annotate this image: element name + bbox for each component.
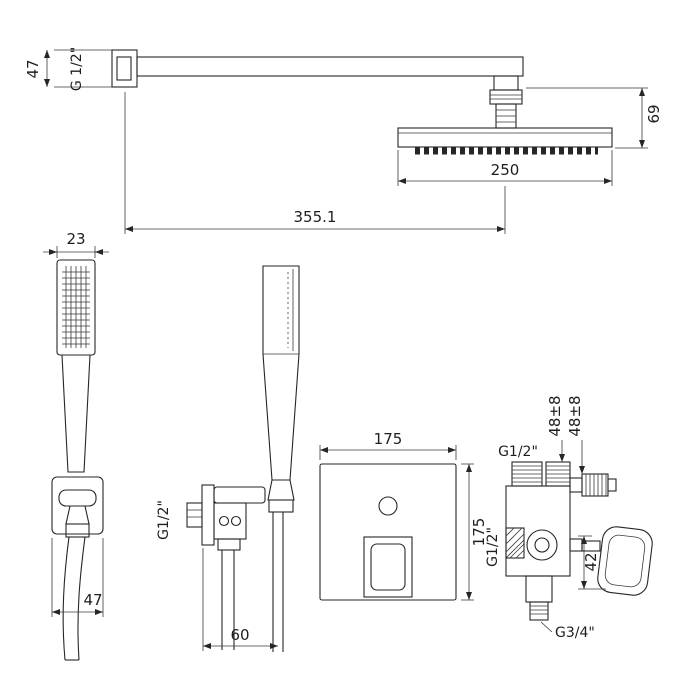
lever-blade-inner xyxy=(604,534,646,588)
extension-line xyxy=(526,87,648,149)
hose-left-edge xyxy=(62,536,70,661)
hand-shower-handle xyxy=(61,354,91,473)
dim-depth-upper: 48±8 xyxy=(546,395,565,462)
label-mixer-top-thread: G1/2" xyxy=(498,444,538,460)
thread-hatch xyxy=(496,109,516,123)
dim-label-head-drop: 69 xyxy=(645,104,663,123)
wall-thread-stub xyxy=(186,502,203,528)
trim-plate xyxy=(319,463,457,601)
cartridge-inner xyxy=(534,537,550,553)
mixer-lever xyxy=(597,526,653,596)
mixer-plate-front-view: 175 175 xyxy=(319,430,488,601)
elbow-screw xyxy=(230,515,242,527)
dim-label-outlet-depth: 60 xyxy=(230,626,249,644)
wall-bracket-plate xyxy=(51,476,104,535)
thread-hatch xyxy=(187,509,202,518)
dim-arrowhead xyxy=(559,454,565,462)
extension-line xyxy=(578,535,606,590)
thread-hatch xyxy=(546,465,570,483)
dim-bracket-width: 47 xyxy=(51,538,104,617)
dim-head-width: 250 xyxy=(397,150,613,186)
dim-plate-width: 175 xyxy=(319,430,457,460)
extension-line xyxy=(461,463,474,601)
hose-nut-side xyxy=(268,499,294,513)
knob-cap xyxy=(607,478,617,492)
thread-hatch xyxy=(512,465,542,483)
hand-shower-profile xyxy=(262,265,300,481)
overhead-shower-view: 47 G 1/2" 69 250 355.1 xyxy=(24,47,663,234)
elbow-screw xyxy=(218,515,230,527)
knurl-hatch xyxy=(585,474,607,496)
dim-handle-height: 42 xyxy=(578,535,606,590)
mixer-handle-front xyxy=(363,536,413,598)
hand-shower-hose xyxy=(272,512,284,652)
dim-arm-reach: 355.1 xyxy=(124,92,506,234)
extension-line xyxy=(54,49,112,88)
mixer-inlet xyxy=(505,527,525,559)
mixer-handle-front-inner xyxy=(370,543,406,591)
arm-nut-lines xyxy=(490,94,522,100)
dim-hand-shower-width: 23 xyxy=(43,230,109,258)
label-wall-thread: G 1/2" xyxy=(69,47,85,91)
dim-head-drop: 69 xyxy=(526,87,663,149)
extension-line xyxy=(124,92,506,234)
diverter-button xyxy=(378,496,398,516)
dim-label-plate-height: 175 xyxy=(470,518,488,547)
mixer-side-view: G1/2" 48±8 48±8 G1/2" 42 G3/4" xyxy=(485,395,653,641)
section-hatch xyxy=(505,527,525,559)
hand-shower-side-view: G1/2" 60 xyxy=(156,265,300,652)
dim-label-hand-shower-width: 23 xyxy=(66,230,85,248)
cartridge-circle xyxy=(526,529,558,561)
knob-stem xyxy=(569,477,583,493)
outlet-hose xyxy=(221,550,235,650)
spray-face-grid xyxy=(62,266,90,348)
hose-right-edge xyxy=(77,536,86,661)
dim-outlet-depth: 60 xyxy=(202,548,278,651)
leader-line xyxy=(540,621,553,633)
lever-hub xyxy=(569,538,583,552)
dim-label-arm-reach: 355.1 xyxy=(294,208,337,226)
label-mixer-inlet-thread: G1/2" xyxy=(485,527,501,567)
thread-hatch xyxy=(530,605,548,615)
shower-arm xyxy=(136,56,524,77)
wall-flange xyxy=(111,49,138,88)
outlet-hose-nut xyxy=(217,538,241,551)
dim-label-depth-upper: 48±8 xyxy=(546,395,564,436)
dim-label-head-width: 250 xyxy=(491,161,520,179)
dim-plate-height: 175 xyxy=(461,463,488,601)
bracket-clamp xyxy=(58,489,97,507)
label-mixer-bottom-thread: G3/4" xyxy=(555,625,595,641)
extension-line xyxy=(51,538,104,617)
extension-line xyxy=(397,150,613,186)
wall-flange-inner xyxy=(116,56,132,81)
dim-label-bracket-width: 47 xyxy=(83,591,102,609)
mixer-outlet-stub xyxy=(529,601,549,621)
mixer-outlet xyxy=(525,575,553,603)
extension-line xyxy=(319,445,457,460)
dim-flange-height: 47 xyxy=(24,49,112,88)
dim-label-handle-height: 42 xyxy=(582,552,600,571)
dim-arrowhead xyxy=(44,50,50,87)
arm-nut xyxy=(489,89,523,105)
dim-label-plate-width: 175 xyxy=(374,430,403,448)
dim-arrowhead xyxy=(579,466,585,474)
hose-nut xyxy=(65,523,90,538)
shower-head xyxy=(397,127,613,148)
dim-label-depth-lower: 48±8 xyxy=(566,395,584,436)
dim-arrowhead xyxy=(203,643,278,649)
outlet-elbow xyxy=(213,502,247,540)
dim-label-flange-height: 47 xyxy=(24,59,42,78)
lever-blade xyxy=(597,526,653,596)
dim-depth-lower: 48±8 xyxy=(566,395,585,474)
label-outlet-thread: G1/2" xyxy=(156,500,172,540)
hose-cone xyxy=(65,505,90,525)
arm-elbow xyxy=(493,75,519,91)
hose-cone-side xyxy=(267,479,295,501)
outlet-wall-plate xyxy=(201,484,215,546)
holder-arm xyxy=(213,486,266,504)
hand-shower-front-view: 23 47 xyxy=(43,230,109,661)
